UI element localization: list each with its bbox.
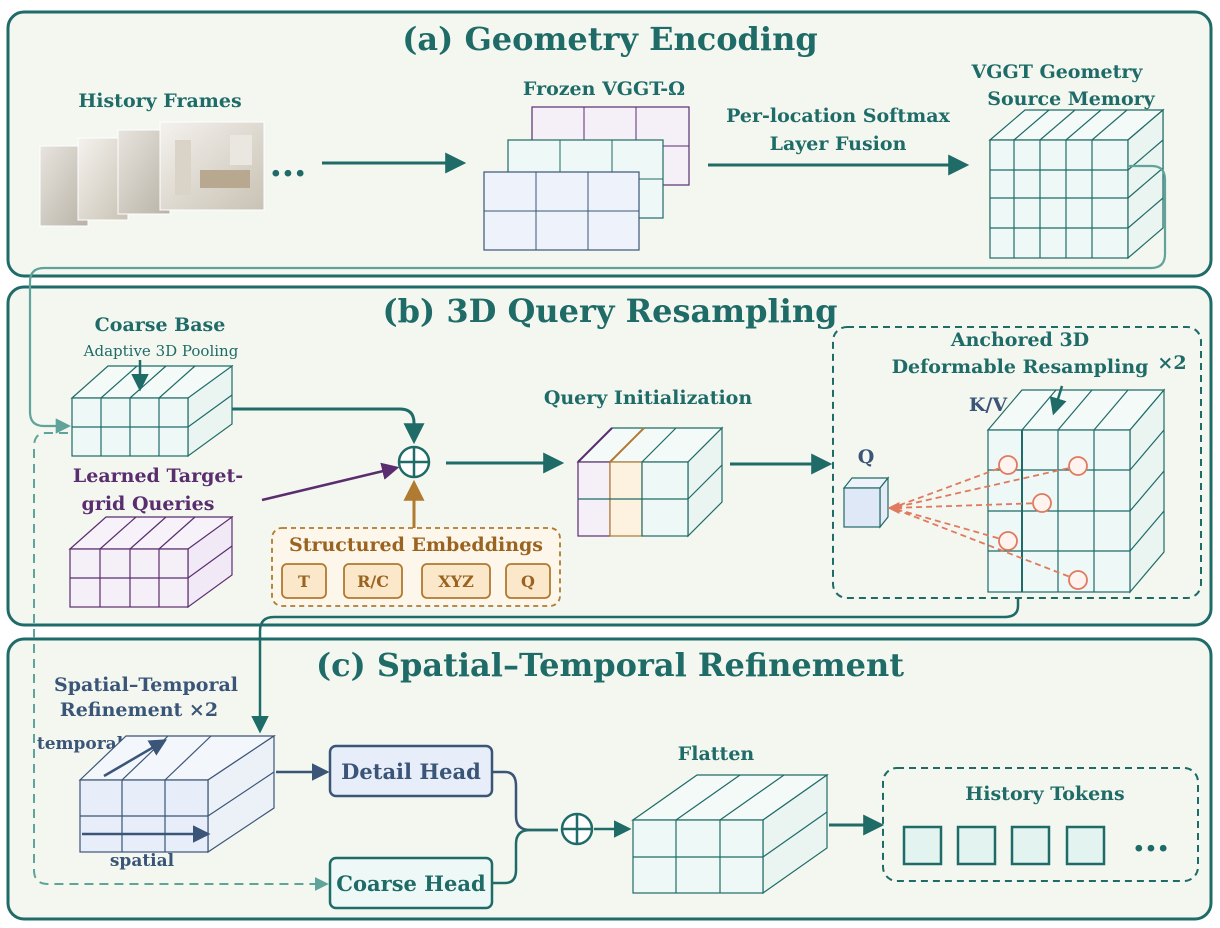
emb-rc: R/C: [357, 572, 389, 591]
anchored-line1: Anchored 3D: [950, 329, 1089, 351]
refinement-cube: [78, 734, 276, 854]
emb-q: Q: [521, 572, 535, 591]
frozen-vggt-label: Frozen VGGT-Ω: [523, 78, 685, 100]
anchored-times2: ×2: [1157, 352, 1186, 374]
emb-xyz: XYZ: [438, 572, 474, 591]
memory-feed-connector: [28, 164, 1167, 434]
arrow-coarse-to-sum: [492, 828, 558, 885]
adaptive-pooling-label: Adaptive 3D Pooling: [83, 342, 239, 360]
arrow-learned-to-sum: [261, 462, 400, 502]
arrow-detail-to-sum: [492, 770, 558, 832]
kv-cube: [986, 388, 1166, 594]
sampling-points: [998, 455, 1088, 590]
kv-label: K/V: [969, 394, 1008, 416]
emb-q-box: [505, 563, 551, 599]
spatial-label: spatial: [110, 851, 175, 871]
learned-queries-line2: grid Queries: [82, 493, 215, 515]
tokens-ellipsis: •••: [1133, 838, 1169, 860]
coarse-head-label: Coarse Head: [336, 871, 486, 896]
panel-query-resampling: (b) 3D Query Resampling Coarse Base Adap…: [6, 285, 1213, 627]
emb-t: T: [298, 572, 310, 591]
anchored-line2: Deformable Resampling: [892, 356, 1149, 378]
q-label: Q: [858, 446, 875, 468]
panel-geometry-encoding: (a) Geometry Encoding History Frames •••…: [6, 10, 1213, 278]
history-tokens-label: History Tokens: [965, 783, 1124, 805]
token-4: [1065, 825, 1106, 866]
history-tokens-box: History Tokens •••: [882, 767, 1199, 882]
str-label-line1: Spatial–Temporal: [54, 674, 238, 696]
learned-queries-cube: [68, 515, 234, 609]
fusion-label-line2: Layer Fusion: [770, 133, 907, 155]
structured-embeddings-box: Structured Embeddings T R/C XYZ Q: [271, 527, 561, 607]
arrow-deformable-to-refinement: [251, 598, 1020, 734]
history-frames-images: [39, 121, 265, 227]
memory-label-line2: Source Memory: [987, 88, 1155, 110]
token-2: [956, 825, 997, 866]
sum-operator-b: [397, 445, 431, 479]
panel-b-title: (b) 3D Query Resampling: [383, 292, 838, 330]
str-label-line2: Refinement ×2: [60, 699, 218, 721]
frames-ellipsis: •••: [270, 163, 306, 185]
learned-queries-line1: Learned Target-: [73, 465, 243, 487]
query-init-cube: [576, 426, 724, 538]
sampling-offsets: [891, 464, 1079, 581]
query-init-label: Query Initialization: [544, 387, 753, 409]
temporal-label: temporal: [37, 734, 124, 754]
q-cube: [842, 476, 890, 529]
source-memory-cube: [988, 108, 1165, 260]
history-frames-label: History Frames: [78, 90, 241, 112]
kv-arrow: [1049, 385, 1067, 416]
coarse-base-label: Coarse Base: [95, 314, 226, 336]
memory-label-line1: VGGT Geometry: [971, 61, 1144, 83]
emb-t-box: [281, 563, 327, 599]
flatten-cube: [631, 773, 829, 895]
structured-embeddings-label: Structured Embeddings: [289, 534, 543, 556]
flatten-label: Flatten: [678, 743, 755, 765]
panel-a-title: (a) Geometry Encoding: [402, 20, 817, 58]
sum-operator-c: [560, 812, 594, 846]
coarse-base-cube: [70, 364, 234, 458]
panel-c-title: (c) Spatial–Temporal Refinement: [316, 646, 904, 684]
token-1: [902, 825, 943, 866]
coarse-skip-connector: [33, 432, 329, 891]
fusion-label-line1: Per-location Softmax: [726, 105, 950, 127]
frozen-vggt-stack: [483, 106, 690, 251]
temporal-arrow: [103, 739, 168, 778]
emb-rc-box: [343, 563, 403, 599]
emb-xyz-box: [421, 563, 491, 599]
deformable-resampling-box: Anchored 3D Deformable Resampling ×2 K/V…: [832, 326, 1202, 599]
arrow-base-to-sum: [232, 407, 425, 445]
panel-spatial-temporal-refinement: (c) Spatial–Temporal Refinement Spatial–…: [6, 637, 1213, 921]
detail-head-label: Detail Head: [341, 759, 481, 784]
token-3: [1010, 825, 1051, 866]
